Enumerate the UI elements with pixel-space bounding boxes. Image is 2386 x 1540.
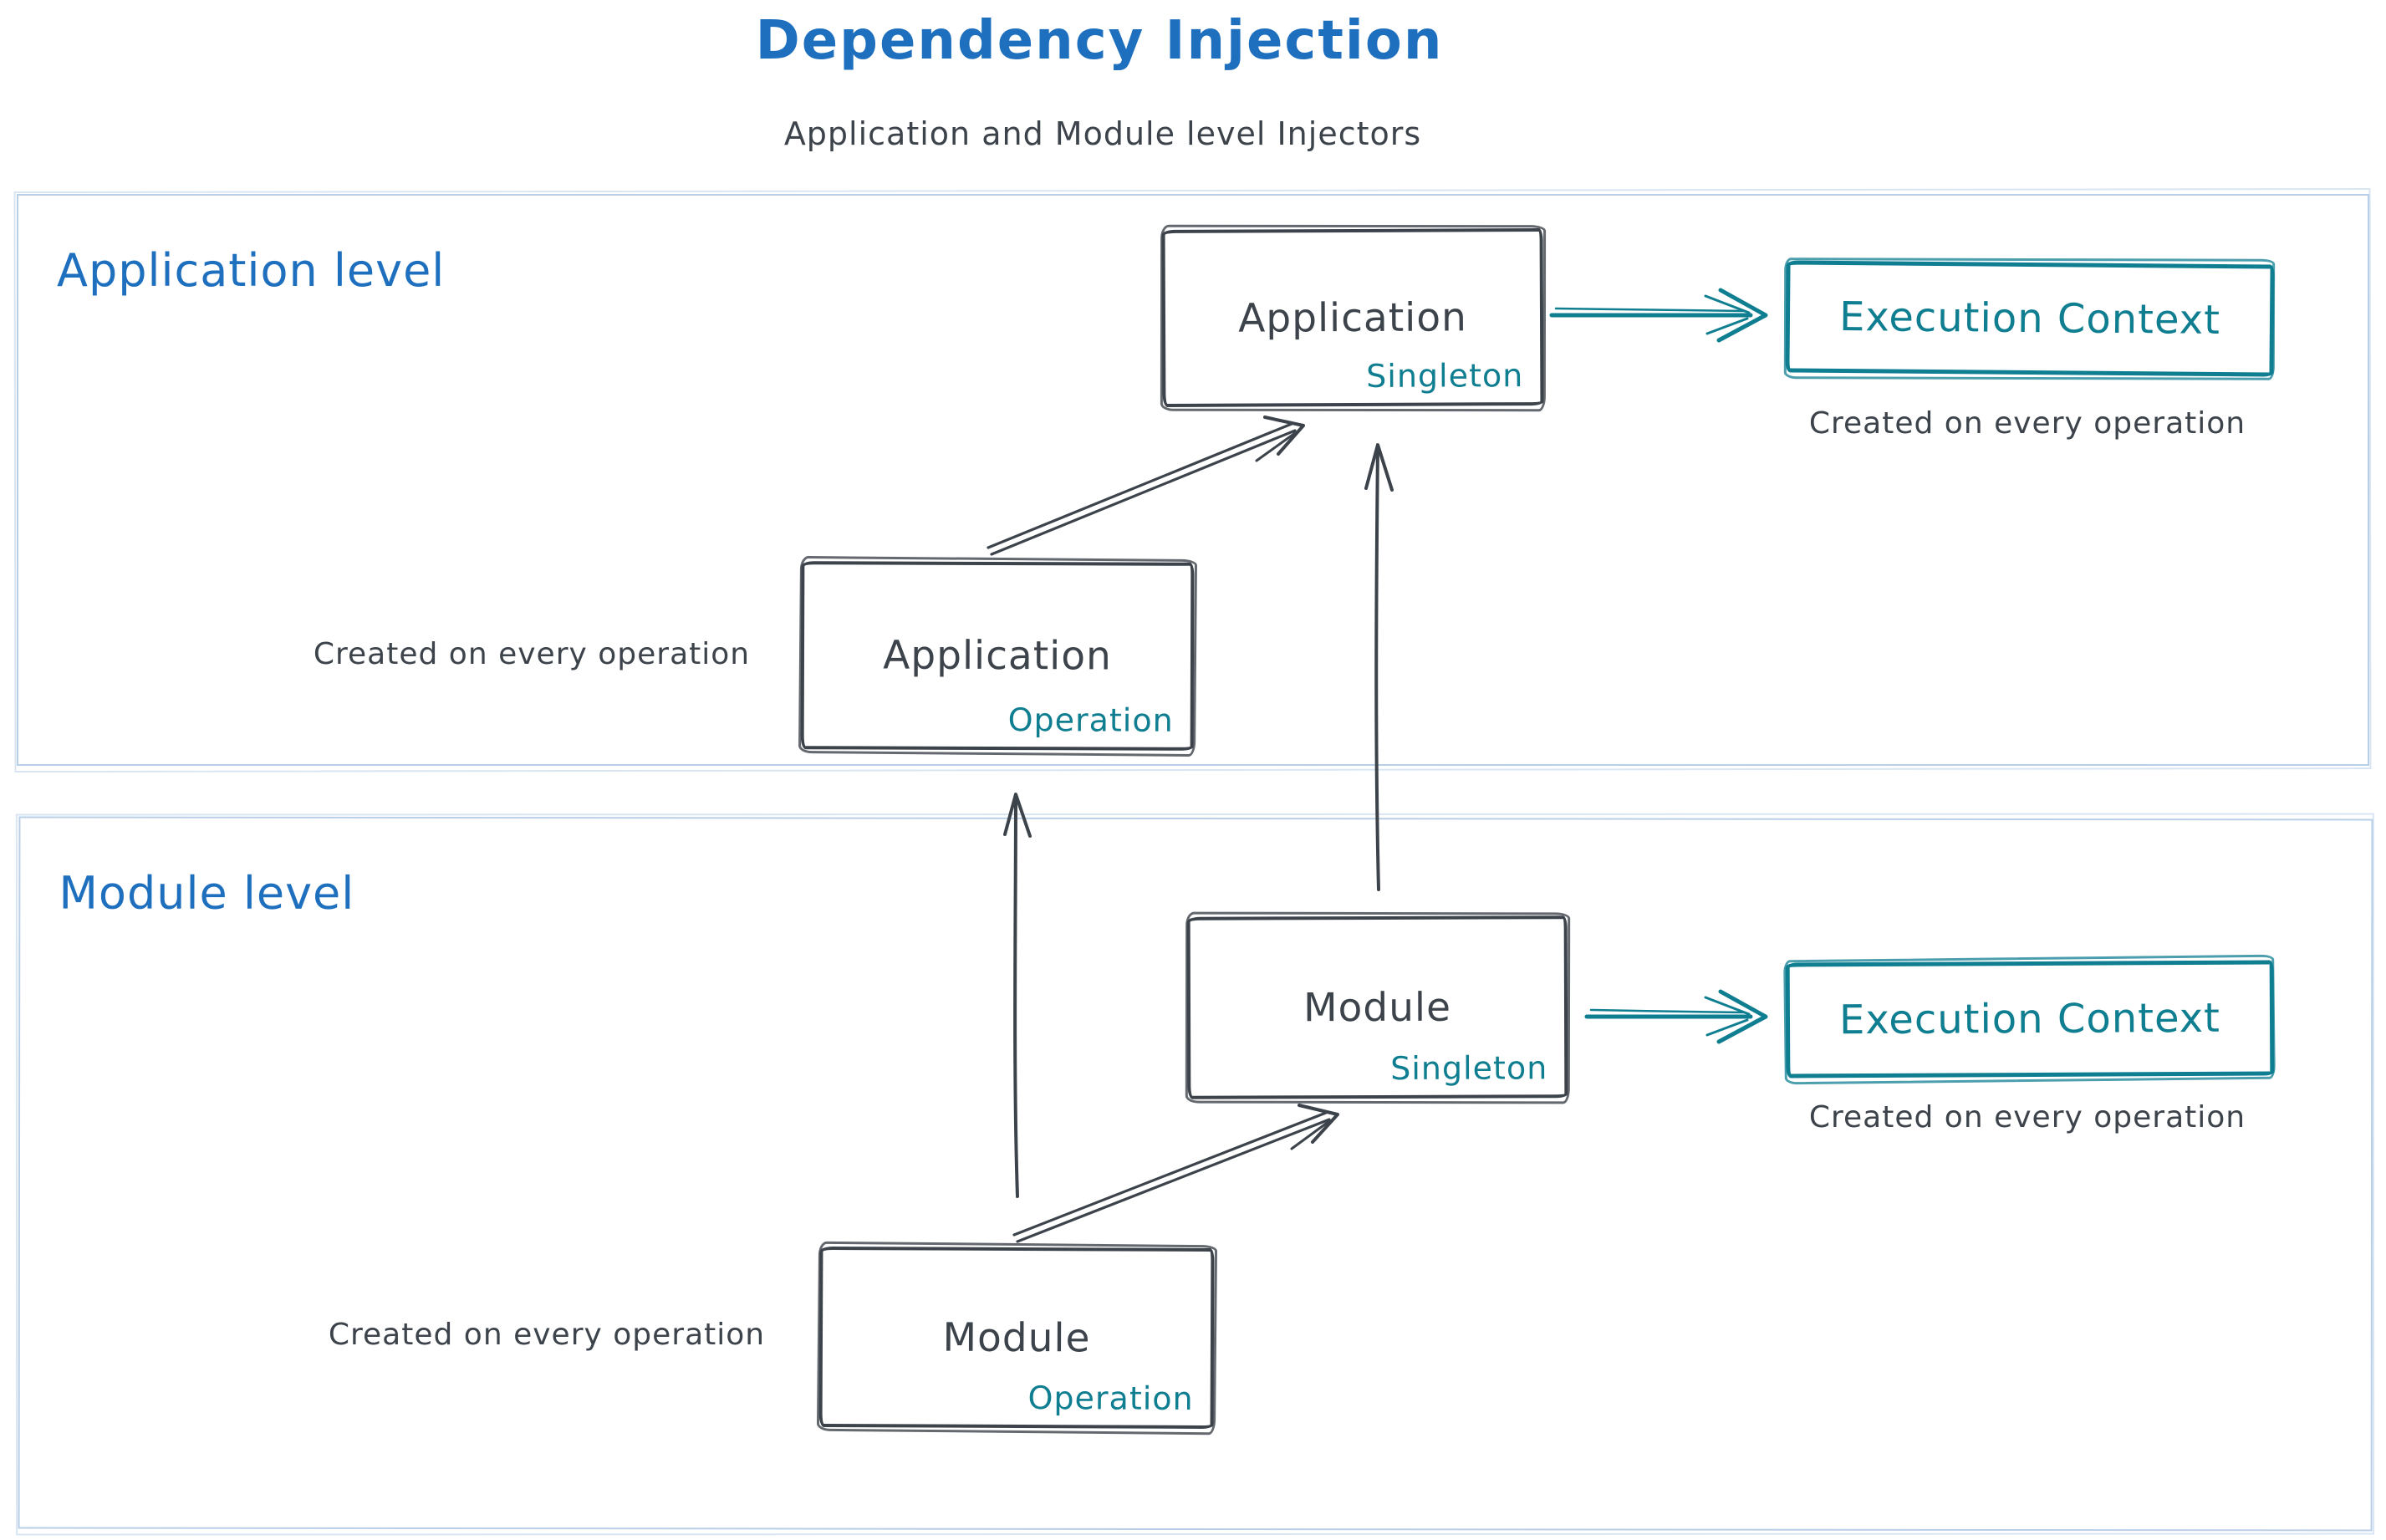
module-execution-context-caption: Created on every operation [1808,1100,2246,1135]
module-operation-caption: Created on every operation [328,1318,766,1352]
module-operation-node: Module Operation [818,1246,1215,1430]
application-singleton-node: Application Singleton [1161,228,1544,407]
module-singleton-title: Module [1303,984,1452,1031]
diagram-title: Dependency Injection [755,10,1444,72]
module-execution-context-title: Execution Context [1838,994,2221,1044]
application-execution-context-title: Execution Context [1838,293,2221,344]
application-singleton-title: Application [1238,293,1467,342]
module-operation-scope: Operation [1027,1379,1194,1417]
application-singleton-scope: Singleton [1366,357,1524,395]
module-level-label: Module level [59,866,355,920]
application-operation-node: Application Operation [800,561,1195,751]
application-execution-context-caption: Created on every operation [1808,406,2246,441]
application-execution-context-node: Execution Context [1785,260,2275,377]
module-execution-context-node: Execution Context [1785,960,2275,1079]
module-singleton-scope: Singleton [1390,1049,1548,1087]
diagram-subtitle: Application and Module level Injectors [783,115,1422,152]
application-operation-title: Application [883,632,1112,680]
application-level-label: Application level [57,244,446,297]
module-operation-title: Module [942,1314,1091,1361]
module-singleton-node: Module Singleton [1186,915,1568,1099]
application-level-container: Application level [17,194,2369,766]
application-operation-caption: Created on every operation [313,637,751,671]
application-operation-scope: Operation [1007,701,1174,739]
